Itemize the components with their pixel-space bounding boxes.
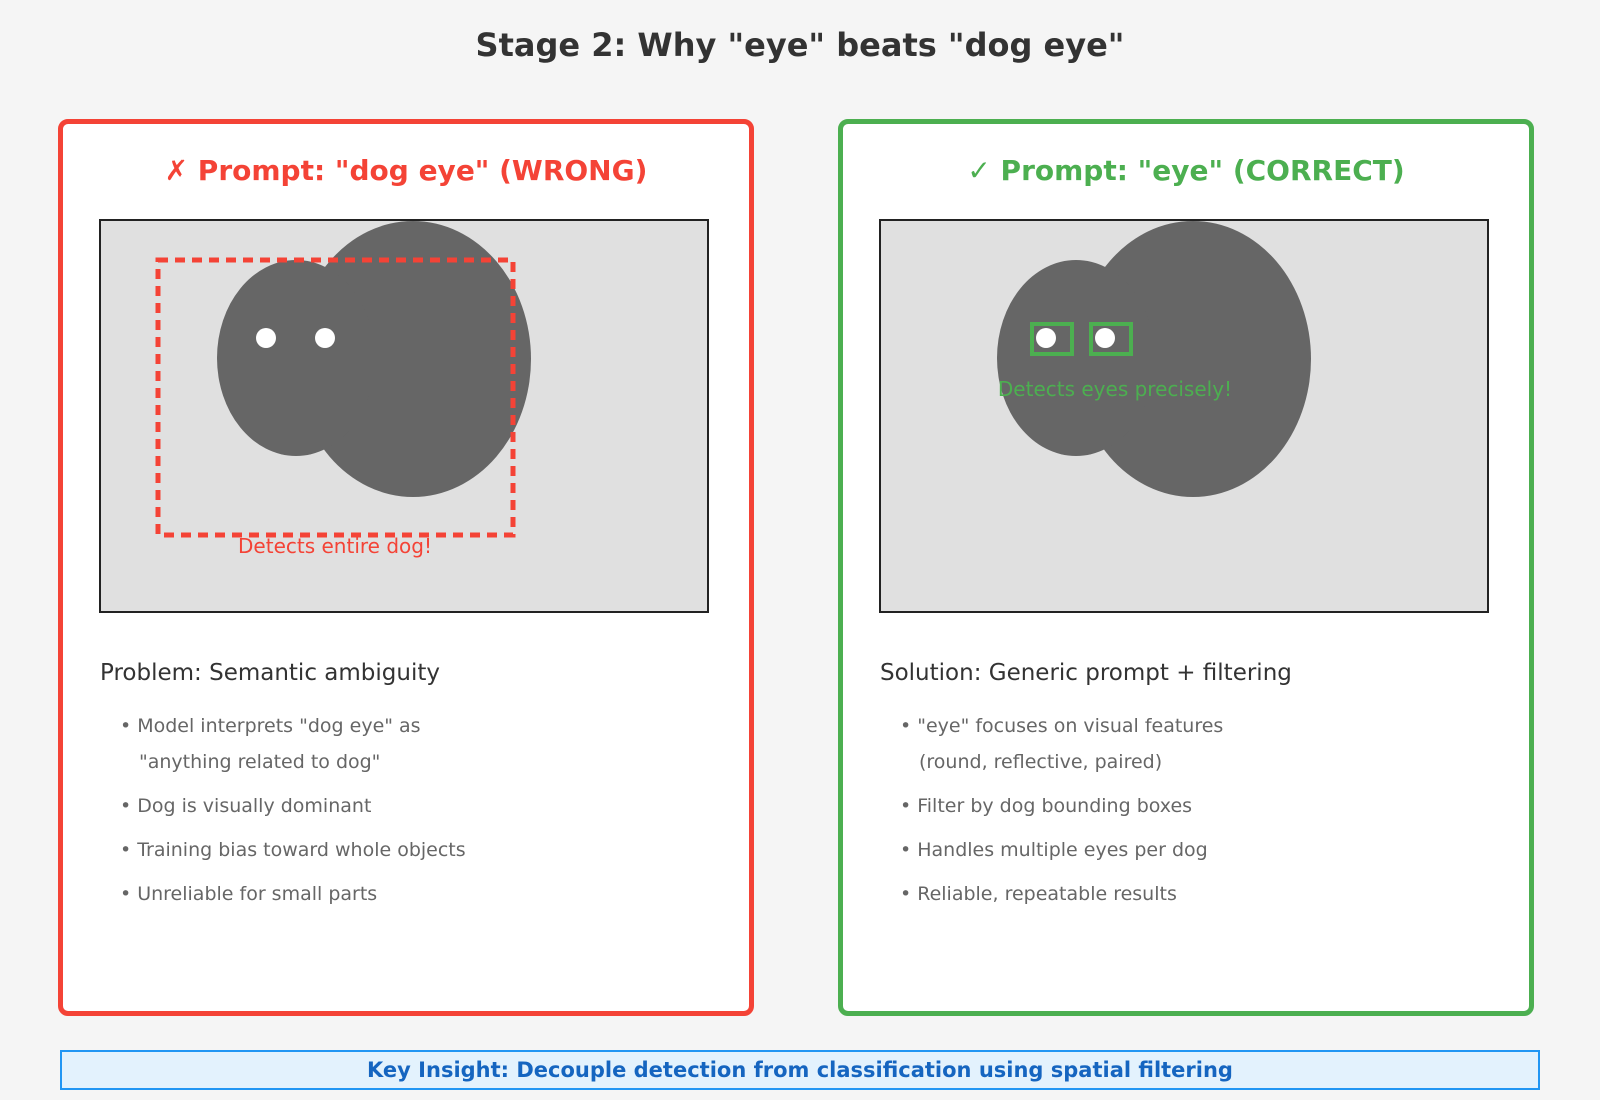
problem-title: Problem: Semantic ambiguity	[100, 660, 440, 686]
dog-head	[997, 260, 1155, 456]
list-item: •Dog is visually dominant	[120, 792, 466, 820]
list-item: •Training bias toward whole objects	[120, 836, 466, 864]
dog-body	[295, 221, 531, 497]
page-title: Stage 2: Why "eye" beats "dog eye"	[475, 26, 1125, 64]
correct-detection-label: Detects eyes precisely!	[998, 377, 1232, 401]
bullet-icon: •	[120, 795, 132, 817]
solution-bullets: •"eye" focuses on visual features (round…	[900, 712, 1223, 924]
list-item: •Unreliable for small parts	[120, 880, 466, 908]
check-mark-icon: ✓	[967, 154, 991, 187]
correct-panel-heading-text: Prompt: "eye" (CORRECT)	[1000, 154, 1405, 187]
bullet-text-continued: "anything related to dog"	[139, 751, 381, 773]
list-item: •Model interprets "dog eye" as "anything…	[120, 712, 466, 776]
bullet-icon: •	[900, 795, 912, 817]
problem-bullets: •Model interprets "dog eye" as "anything…	[120, 712, 466, 924]
whole-dog-bounding-box	[155, 257, 516, 538]
solution-title: Solution: Generic prompt + filtering	[880, 660, 1292, 686]
wrong-panel-heading-text: Prompt: "dog eye" (WRONG)	[197, 154, 648, 187]
correct-scene: Detects eyes precisely!	[879, 219, 1501, 621]
dog-body	[1075, 221, 1311, 497]
dog-eye-right	[1095, 328, 1115, 348]
cross-mark-icon: ✗	[164, 154, 189, 187]
correct-scene-illustration: Detects eyes precisely!	[879, 219, 1489, 613]
list-item: •Reliable, repeatable results	[900, 880, 1223, 908]
bullet-text: Unreliable for small parts	[137, 883, 378, 905]
bullet-text: Model interprets "dog eye" as	[137, 715, 421, 737]
bullet-text: Handles multiple eyes per dog	[917, 839, 1208, 861]
bullet-text: Filter by dog bounding boxes	[917, 795, 1193, 817]
bullet-icon: •	[900, 715, 912, 737]
bullet-text: Dog is visually dominant	[137, 795, 372, 817]
dog-eye-right	[315, 328, 335, 348]
bullet-text-continued: (round, reflective, paired)	[919, 751, 1163, 773]
bullet-icon: •	[120, 883, 132, 905]
wrong-prompt-panel: ✗ Prompt: "dog eye" (WRONG) Detects enti…	[58, 119, 754, 1016]
bullet-icon: •	[900, 883, 912, 905]
bullet-text: Reliable, repeatable results	[917, 883, 1177, 905]
bullet-icon: •	[120, 715, 132, 737]
correct-prompt-panel: ✓ Prompt: "eye" (CORRECT) Detects eyes p…	[838, 119, 1534, 1016]
correct-panel-heading: ✓ Prompt: "eye" (CORRECT)	[843, 154, 1529, 187]
list-item: •Handles multiple eyes per dog	[900, 836, 1223, 864]
wrong-scene-illustration: Detects entire dog!	[99, 219, 709, 613]
wrong-scene: Detects entire dog!	[99, 219, 721, 621]
wrong-detection-label: Detects entire dog!	[238, 534, 432, 558]
bullet-text: Training bias toward whole objects	[137, 839, 466, 861]
key-insight-banner: Key Insight: Decouple detection from cla…	[60, 1050, 1540, 1090]
eye-bounding-box-left	[1030, 322, 1074, 356]
bullet-icon: •	[900, 839, 912, 861]
bullet-text: "eye" focuses on visual features	[917, 715, 1224, 737]
list-item: •Filter by dog bounding boxes	[900, 792, 1223, 820]
bullet-icon: •	[120, 839, 132, 861]
eye-bounding-box-right	[1089, 322, 1133, 356]
list-item: •"eye" focuses on visual features (round…	[900, 712, 1223, 776]
wrong-panel-heading: ✗ Prompt: "dog eye" (WRONG)	[63, 154, 749, 187]
dog-eye-left	[1036, 328, 1056, 348]
dog-eye-left	[256, 328, 276, 348]
dog-head	[217, 260, 375, 456]
